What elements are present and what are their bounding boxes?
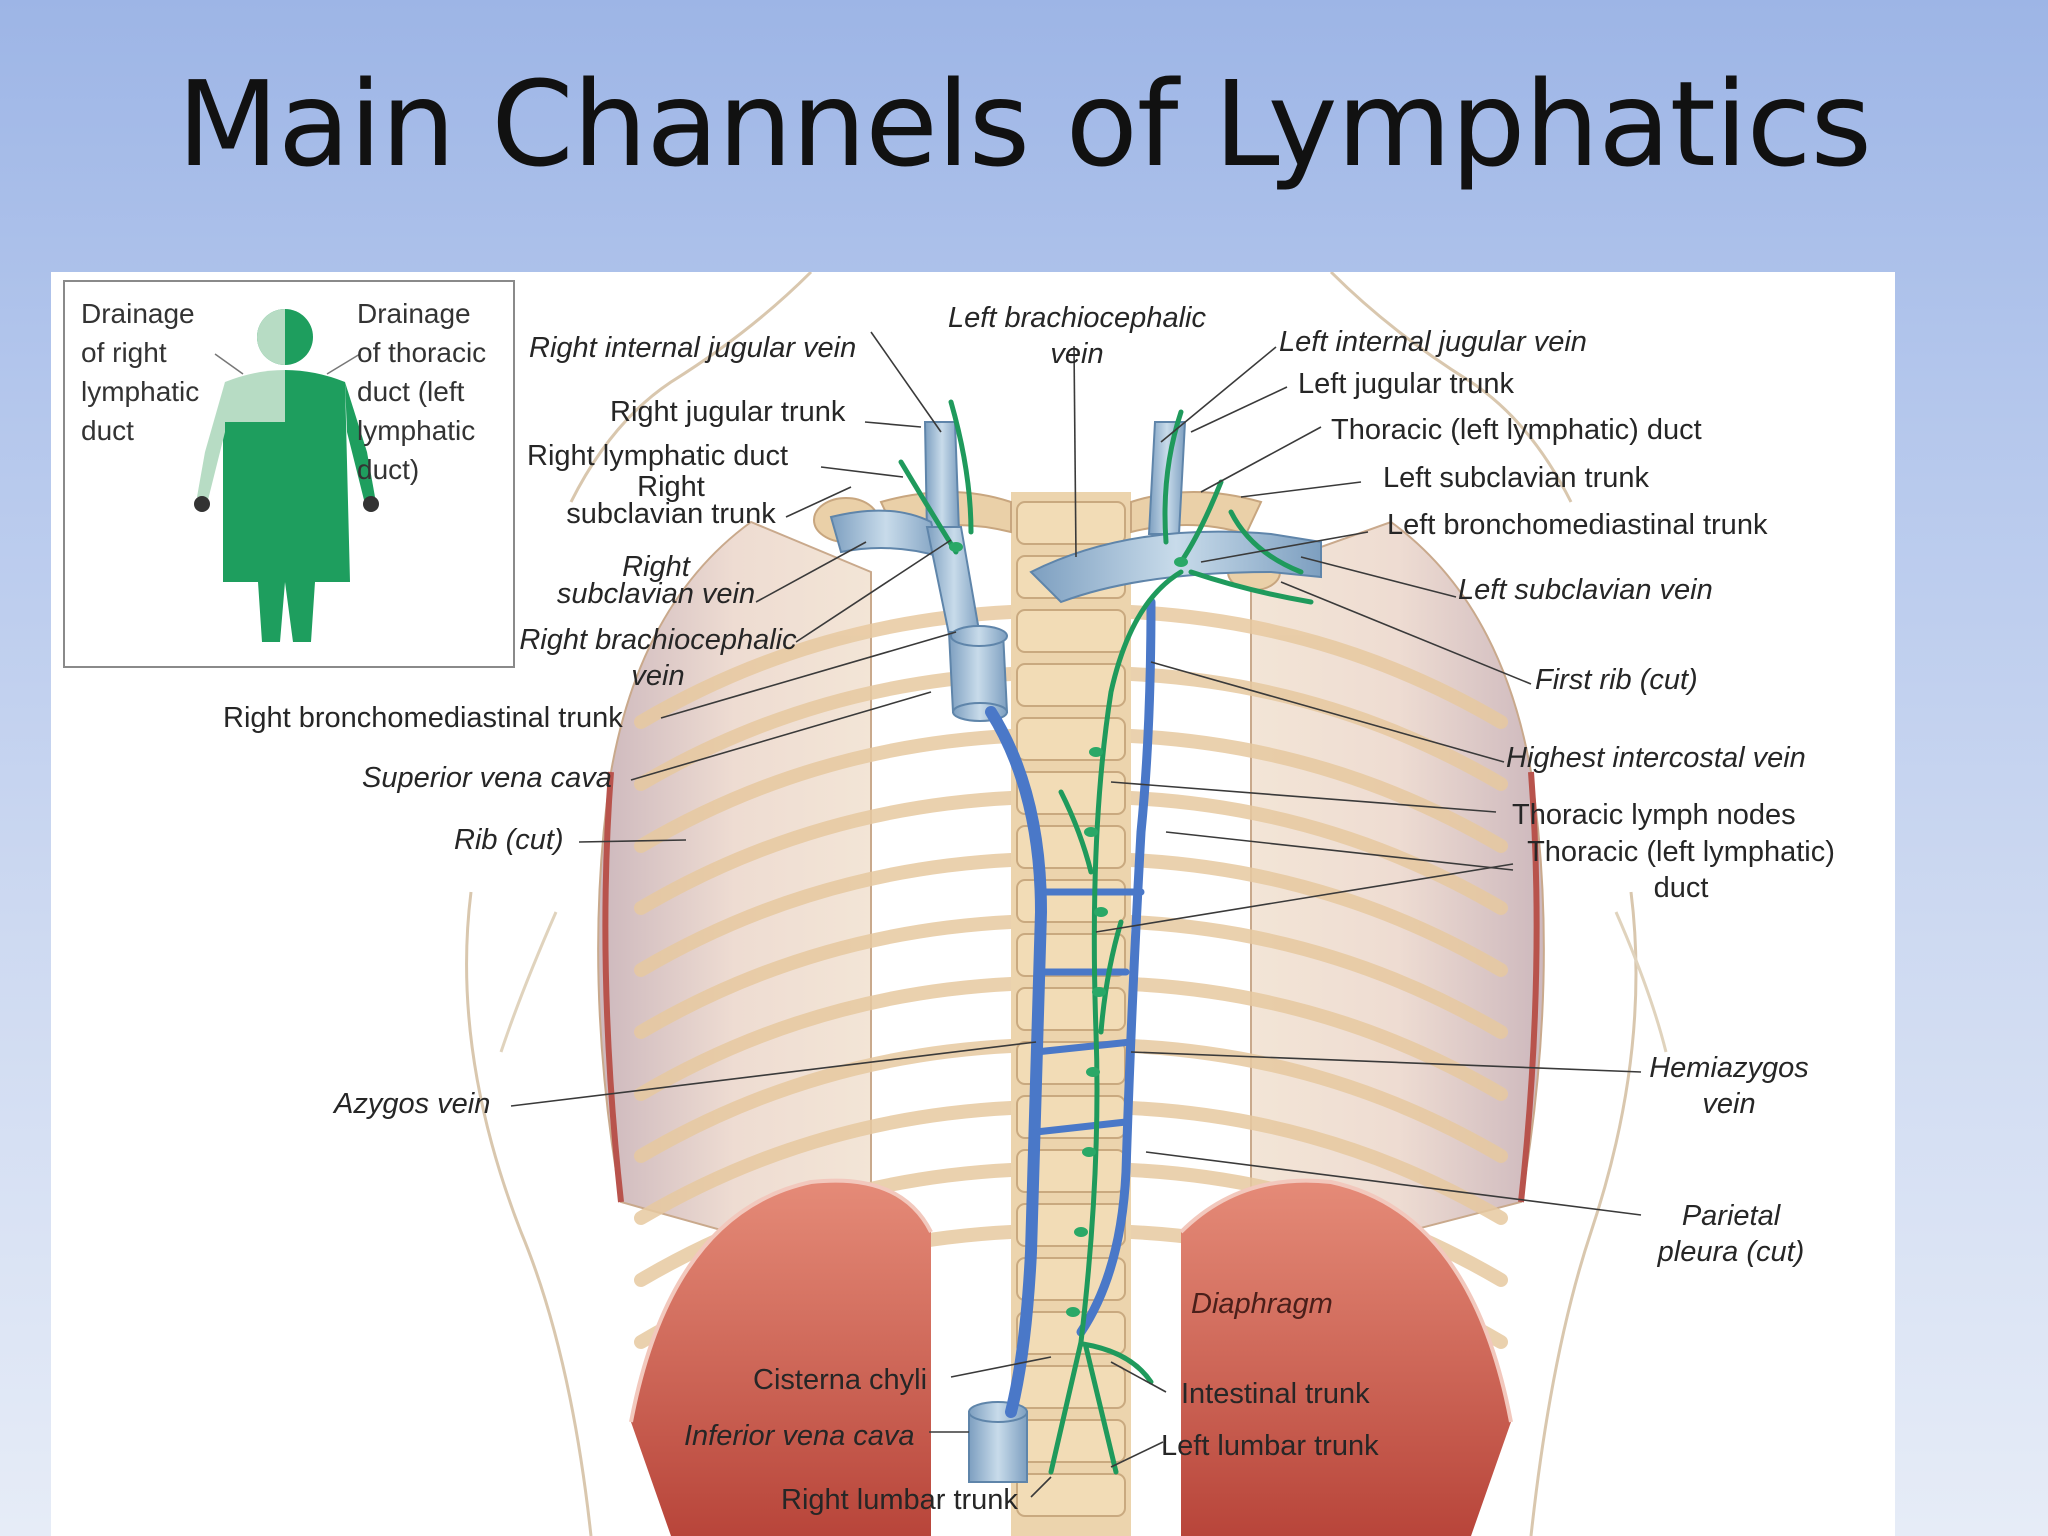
label-left-subclavian-trunk: Left subclavian trunk — [1383, 462, 1649, 494]
rib — [1124, 1101, 1508, 1225]
lymph-nodes — [949, 542, 1188, 1317]
lymph-node — [1084, 827, 1098, 837]
rib — [1124, 667, 1508, 791]
azygos-system — [985, 597, 1156, 1418]
drainage-inset: Drainage of right lymphatic duct Drainag… — [63, 280, 515, 668]
label-right-lumbar-trunk: Right lumbar trunk — [781, 1484, 1018, 1516]
label-thoracic-duct-mid: Thoracic (left lymphatic) duct — [1527, 836, 1835, 904]
lymph-node — [1086, 1067, 1100, 1077]
label-right-lymphatic-duct: Right lymphatic duct — [527, 440, 789, 472]
label-right-subclavian-trunk: Right subclavian trunk — [566, 471, 776, 530]
thoracic-duct — [898, 399, 1314, 1475]
rib — [1124, 729, 1508, 853]
rib — [1124, 791, 1508, 915]
label-left-bronchomediastinal-trunk: Left bronchomediastinal trunk — [1387, 509, 1768, 541]
vertebra — [1016, 1257, 1126, 1301]
vertebra — [1016, 1311, 1126, 1355]
body-outline — [465, 272, 1668, 1536]
label-diaphragm: Diaphragm — [1191, 1288, 1333, 1320]
label-first-rib: First rib (cut) — [1535, 664, 1698, 696]
rib — [634, 1101, 1018, 1225]
lymph-node — [1082, 1147, 1096, 1157]
vertebra — [1016, 501, 1126, 545]
label-thoracic-duct-top: Thoracic (left lymphatic) duct — [1331, 414, 1702, 446]
label-left-internal-jugular-vein: Left internal jugular vein — [1279, 326, 1587, 358]
label-hemiazygos-vein: Hemiazygos vein — [1649, 1052, 1809, 1120]
rib — [634, 853, 1018, 977]
lymph-node — [1094, 907, 1108, 917]
vertebra — [1016, 879, 1126, 923]
label-right-bronchomediastinal-trunk: Right bronchomediastinal trunk — [223, 702, 623, 734]
label-highest-intercostal-vein: Highest intercostal vein — [1506, 742, 1806, 774]
label-right-brachiocephalic-vein: Right brachiocephalic vein — [519, 624, 797, 692]
slide-title: Main Channels of Lymphatics — [177, 55, 1872, 193]
inset-left-caption: Drainage of right lymphatic duct — [81, 298, 200, 446]
label-right-subclavian-vein: Right subclavian vein — [556, 551, 756, 610]
label-azygos-vein: Azygos vein — [334, 1088, 491, 1120]
diaphragm — [629, 1178, 1513, 1536]
lymph-node — [1089, 747, 1103, 757]
rib — [1124, 977, 1508, 1101]
anatomy-illustration — [465, 272, 1668, 1536]
label-left-subclavian-vein: Left subclavian vein — [1458, 574, 1713, 606]
rib — [634, 791, 1018, 915]
rib — [634, 729, 1018, 853]
lymph-node — [1092, 987, 1106, 997]
anatomy-figure: Drainage of right lymphatic duct Drainag… — [51, 272, 1895, 1536]
label-left-brachiocephalic-vein: Left brachiocephalic vein — [948, 302, 1206, 370]
rib — [634, 1039, 1018, 1163]
rib — [1124, 605, 1508, 729]
label-inferior-vena-cava: Inferior vena cava — [684, 1420, 915, 1452]
rib — [634, 977, 1018, 1101]
rib — [634, 915, 1018, 1039]
rib — [1124, 1039, 1508, 1163]
label-thoracic-lymph-nodes: Thoracic lymph nodes — [1512, 799, 1796, 831]
label-right-jugular-trunk: Right jugular trunk — [610, 396, 846, 428]
rib — [1124, 853, 1508, 977]
label-left-lumbar-trunk: Left lumbar trunk — [1161, 1430, 1379, 1462]
label-cisterna-chyli: Cisterna chyli — [753, 1364, 928, 1396]
label-superior-vena-cava: Superior vena cava — [362, 762, 612, 794]
vertebra — [1016, 663, 1126, 707]
lymph-node — [1066, 1307, 1080, 1317]
label-intestinal-trunk: Intestinal trunk — [1181, 1378, 1370, 1410]
lymph-node — [1174, 557, 1188, 567]
label-parietal-pleura: Parietal pleura (cut) — [1657, 1200, 1805, 1268]
label-right-internal-jugular-vein: Right internal jugular vein — [529, 332, 857, 364]
rib — [1124, 915, 1508, 1039]
body-silhouette — [194, 309, 379, 642]
leader-lines — [510, 331, 1642, 1498]
inset-right-caption: Drainage of thoracic duct (left lymphati… — [357, 298, 487, 485]
lymph-node — [949, 542, 963, 552]
vertebra — [1016, 1203, 1126, 1247]
label-left-jugular-trunk: Left jugular trunk — [1298, 368, 1515, 400]
vertebra — [1016, 609, 1126, 653]
lymph-node — [1074, 1227, 1088, 1237]
label-rib-cut: Rib (cut) — [454, 824, 564, 856]
